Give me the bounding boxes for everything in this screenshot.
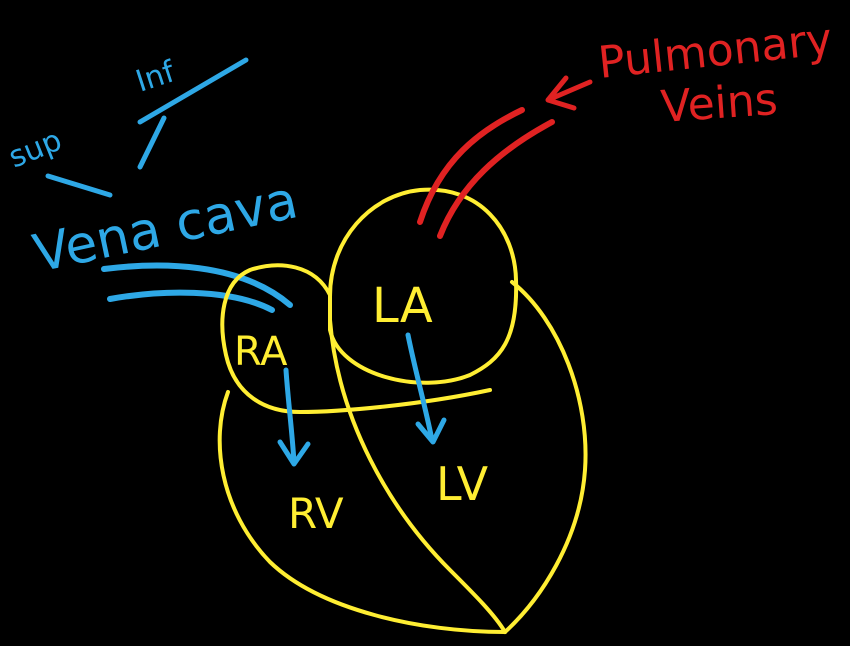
inferior-vena-cava-vessel xyxy=(110,293,272,310)
left-ventricle-outline xyxy=(505,282,586,632)
label-sup: sup xyxy=(4,123,67,176)
right-ventricle-outline xyxy=(220,392,505,632)
label-lv: LV xyxy=(436,457,489,511)
inf-pointer-line xyxy=(140,118,164,167)
pulmonary-arrow xyxy=(548,78,590,108)
superior-vena-cava-vessel xyxy=(104,266,290,305)
label-rv: RV xyxy=(288,489,344,538)
pulmonary-vein-upper xyxy=(420,110,522,222)
label-ra: RA xyxy=(234,329,288,375)
ra-to-rv-arrow xyxy=(286,370,294,462)
label-inf: Inf xyxy=(132,54,181,100)
label-la: LA xyxy=(372,278,433,334)
label-veins: Veins xyxy=(659,74,779,133)
sup-pointer-line xyxy=(48,176,110,195)
